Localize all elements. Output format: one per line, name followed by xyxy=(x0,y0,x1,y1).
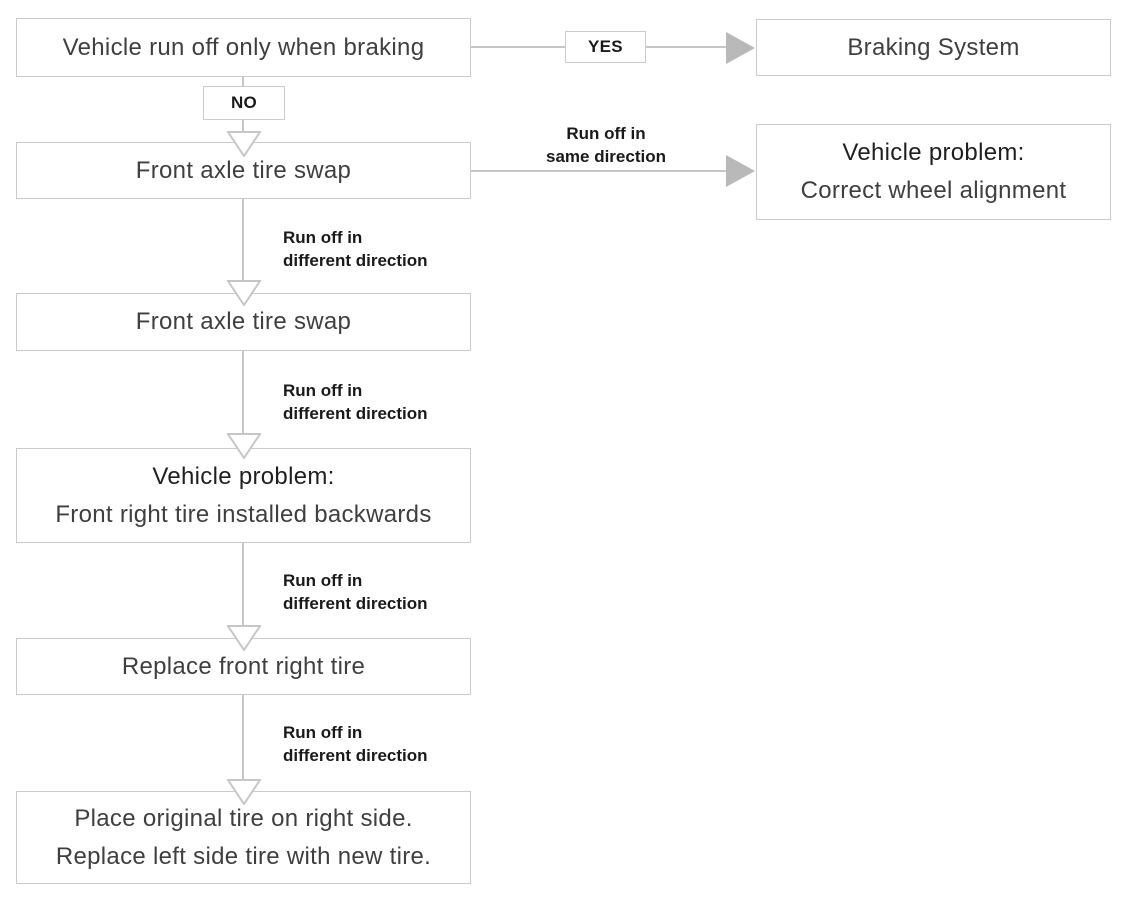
edge-label-line1: Run off in xyxy=(283,571,363,590)
arrow-right-icon xyxy=(726,32,756,64)
connector-backwards-to-replace xyxy=(242,543,244,628)
edge-tag-label: YES xyxy=(588,37,623,56)
connector-start-to-yes xyxy=(471,46,565,48)
edge-label-line1: Run off in xyxy=(283,381,363,400)
node-detail: Correct wheel alignment xyxy=(800,177,1067,204)
node-label: Braking System xyxy=(847,33,1020,61)
node-vehicle-problem-backwards: Vehicle problem: Front right tire instal… xyxy=(16,448,471,543)
arrow-down-icon xyxy=(226,131,262,158)
arrow-down-icon xyxy=(226,779,262,806)
connector-start-to-no xyxy=(242,77,244,87)
node-final-action: Place original tire on right side. Repla… xyxy=(16,791,471,884)
node-detail: Front right tire installed backwards xyxy=(55,500,432,528)
node-vehicle-run-off-when-braking: Vehicle run off only when braking xyxy=(16,18,471,77)
connector-swap2-to-backwards xyxy=(242,351,244,436)
node-vehicle-problem-alignment: Vehicle problem: Correct wheel alignment xyxy=(756,124,1111,220)
arrow-down-icon xyxy=(226,433,262,460)
arrow-right-icon xyxy=(726,155,756,187)
edge-label-line2: same direction xyxy=(546,147,666,166)
node-braking-system: Braking System xyxy=(756,19,1111,76)
node-label: Vehicle run off only when braking xyxy=(62,33,425,61)
edge-label-line2: different direction xyxy=(283,746,428,765)
node-label: Front axle tire swap xyxy=(135,156,352,184)
connector-replace-to-final xyxy=(242,695,244,782)
node-label: Front axle tire swap xyxy=(135,308,352,335)
arrow-down-icon xyxy=(226,625,262,652)
arrow-down-icon xyxy=(226,280,262,307)
edge-tag-no: NO xyxy=(203,86,285,120)
edge-label-different-direction-3: Run off in different direction xyxy=(283,569,428,615)
connector-yes-to-braking xyxy=(646,46,728,48)
edge-label-line1: Run off in xyxy=(283,723,363,742)
edge-tag-yes: YES xyxy=(565,31,646,63)
connector-swap1-to-swap2 xyxy=(242,199,244,283)
edge-tag-label: NO xyxy=(230,93,258,112)
node-line1: Place original tire on right side. xyxy=(74,804,413,832)
edge-label-line2: different direction xyxy=(283,251,428,270)
node-title: Vehicle problem: xyxy=(152,462,335,490)
edge-label-line1: Run off in xyxy=(283,228,363,247)
node-line2: Replace left side tire with new tire. xyxy=(55,842,432,870)
connector-no-to-swap1 xyxy=(242,120,244,133)
edge-label-same-direction: Run off in same direction xyxy=(520,122,692,168)
edge-label-line1: Run off in xyxy=(566,124,646,143)
connector-swap1-to-alignment xyxy=(471,170,728,172)
edge-label-different-direction-1: Run off in different direction xyxy=(283,226,428,272)
edge-label-line2: different direction xyxy=(283,404,428,423)
edge-label-line2: different direction xyxy=(283,594,428,613)
edge-label-different-direction-2: Run off in different direction xyxy=(283,379,428,425)
node-label: Replace front right tire xyxy=(121,652,366,680)
edge-label-different-direction-4: Run off in different direction xyxy=(283,721,428,767)
node-title: Vehicle problem: xyxy=(842,139,1025,166)
